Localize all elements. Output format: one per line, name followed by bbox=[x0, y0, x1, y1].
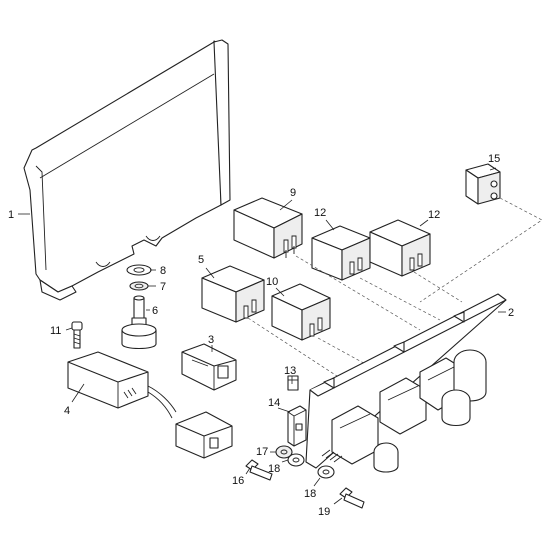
part-18-washer-b bbox=[317, 465, 335, 479]
part-11-screw bbox=[71, 321, 83, 349]
callout-labels: 1 2 3 4 5 6 7 8 9 10 11 12 12 13 14 15 1… bbox=[8, 153, 514, 518]
callout-12-b: 12 bbox=[428, 209, 440, 221]
part-5-relay bbox=[201, 265, 265, 323]
callout-18-b: 18 bbox=[304, 488, 316, 500]
callout-4: 4 bbox=[64, 405, 70, 417]
part-12-relay-a bbox=[311, 225, 371, 281]
part-3-connector bbox=[181, 343, 237, 391]
callout-5: 5 bbox=[198, 254, 204, 266]
callout-18-a: 18 bbox=[268, 463, 280, 475]
part-13-switch bbox=[287, 375, 299, 391]
part-12-relay-b bbox=[369, 219, 431, 277]
part-6-potentiometer bbox=[121, 295, 157, 350]
part-9-relay bbox=[233, 197, 303, 259]
callout-11: 11 bbox=[50, 325, 61, 337]
part-19-screw bbox=[339, 487, 365, 509]
callout-17: 17 bbox=[256, 446, 268, 458]
callout-19: 19 bbox=[318, 506, 330, 518]
part-7-nut bbox=[129, 281, 149, 291]
callout-6: 6 bbox=[152, 305, 158, 317]
callout-10: 10 bbox=[266, 276, 278, 288]
callout-9: 9 bbox=[290, 187, 296, 199]
callout-1: 1 bbox=[8, 209, 14, 221]
part-18-washer-a bbox=[287, 453, 305, 467]
callout-15: 15 bbox=[488, 153, 500, 165]
callout-16: 16 bbox=[232, 475, 244, 487]
part-16-screw bbox=[245, 459, 273, 481]
leader-lines bbox=[18, 167, 506, 505]
part-10-relay bbox=[271, 283, 331, 341]
callout-14: 14 bbox=[268, 397, 280, 409]
assembly-guide-lines bbox=[247, 197, 543, 379]
callout-12-a: 12 bbox=[314, 207, 326, 219]
callout-13: 13 bbox=[284, 365, 296, 377]
part-17-nut bbox=[275, 445, 293, 459]
callout-8: 8 bbox=[160, 265, 166, 277]
callout-2: 2 bbox=[508, 307, 514, 319]
part-1-bracket bbox=[23, 39, 231, 301]
part-8-washer bbox=[126, 264, 152, 276]
part-2-circuit-board bbox=[305, 293, 507, 473]
part-15-fuse-holder bbox=[465, 163, 501, 205]
part-4-control-module bbox=[67, 351, 233, 459]
part-14-switch bbox=[287, 405, 307, 447]
callout-3: 3 bbox=[208, 334, 214, 346]
callout-7: 7 bbox=[160, 281, 166, 293]
